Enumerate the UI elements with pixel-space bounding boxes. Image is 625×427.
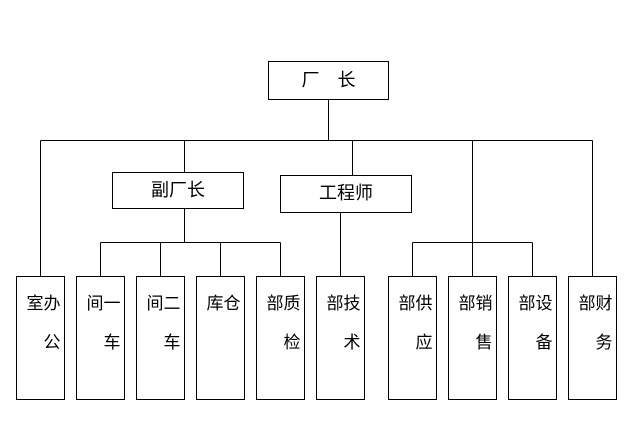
quality-inspection-box: 质检部	[256, 276, 305, 400]
sales-dept-label: 销售部	[454, 294, 492, 372]
director-box: 厂长	[268, 61, 389, 100]
workshop-1-label: 一车间	[82, 294, 120, 372]
workshop-1-box: 一车间	[76, 276, 125, 400]
technical-dept-label: 技术部	[322, 294, 360, 372]
supply-dept-box: 供应部	[388, 276, 437, 400]
chief-engineer-label: 工程师	[319, 183, 373, 204]
deputy-director-box: 副厂长	[112, 172, 244, 209]
sales-dept-box: 销售部	[448, 276, 497, 400]
director-label: 厂长	[301, 69, 374, 91]
workshop-2-box: 二车间	[136, 276, 185, 400]
equipment-dept-label: 设备部	[514, 294, 552, 372]
supply-dept-label: 供应部	[394, 294, 432, 372]
quality-inspection-label: 质检部	[262, 294, 300, 372]
warehouse-label: 仓库	[202, 294, 240, 374]
office-box: 办公室	[16, 276, 65, 400]
warehouse-box: 仓库	[196, 276, 245, 400]
equipment-dept-box: 设备部	[508, 276, 557, 400]
deputy-director-label: 副厂长	[151, 179, 205, 201]
office-label: 办公室	[22, 294, 60, 372]
workshop-2-label: 二车间	[142, 294, 180, 372]
finance-dept-label: 财务部	[574, 294, 612, 372]
chief-engineer-box: 工程师	[280, 175, 412, 213]
technical-dept-box: 技术部	[316, 276, 365, 400]
finance-dept-box: 财务部	[568, 276, 617, 400]
